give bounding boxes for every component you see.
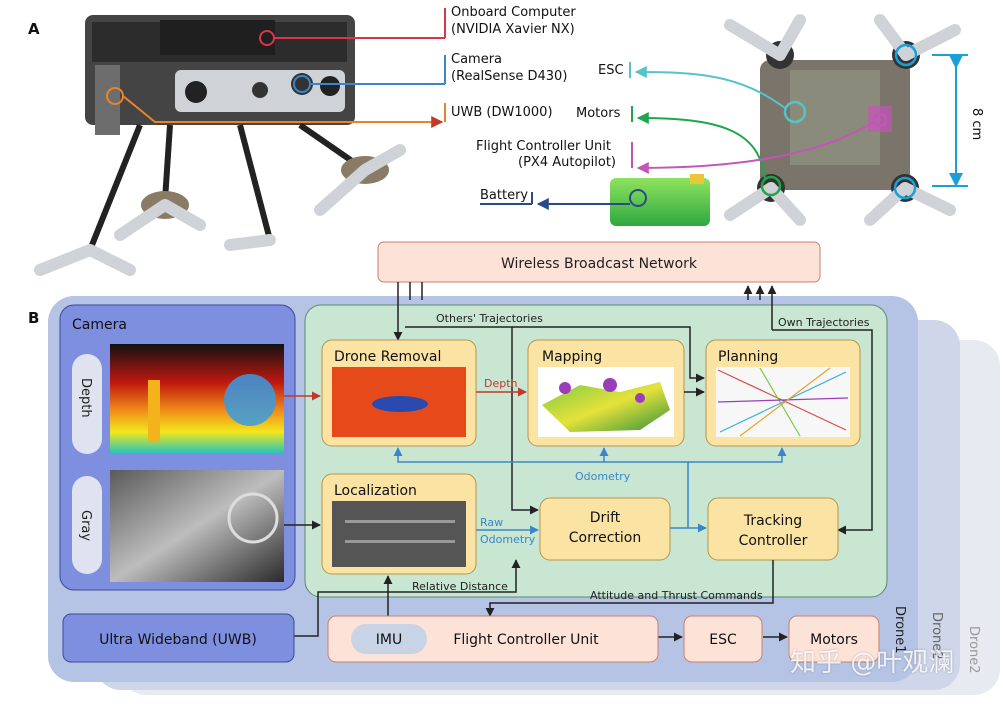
callout-fcu: Flight Controller Unit (PX4 Autopilot)	[476, 121, 875, 174]
edge-own-trajectories: Own Trajectories	[778, 316, 870, 329]
edge-depth: Depth	[484, 377, 518, 390]
esc-box-label: ESC	[709, 632, 737, 648]
label-onboard-computer-sub: (NVIDIA Xavier NX)	[451, 22, 575, 37]
drift-correction-box	[539, 497, 671, 561]
edge-raw-odometry: Odometry	[480, 533, 536, 546]
panel-b-label: B	[28, 309, 39, 327]
callout-onboard-computer: Onboard Computer (NVIDIA Xavier NX)	[259, 5, 576, 46]
drone-photo-right	[724, 14, 961, 226]
label-battery: Battery	[480, 188, 528, 203]
callout-esc: ESC	[598, 62, 786, 109]
edge-raw: Raw	[480, 516, 503, 529]
gray-tag	[72, 476, 102, 574]
mapping-label: Mapping	[542, 349, 602, 365]
label-fcu-sub: (PX4 Autopilot)	[518, 155, 616, 170]
drift-correction-label-2: Correction	[569, 530, 641, 546]
motors-box-label: Motors	[810, 632, 858, 648]
localization-label: Localization	[334, 483, 417, 499]
fcu-box-label: Flight Controller Unit	[453, 632, 599, 648]
stack-label-3: Drone2	[966, 626, 981, 674]
label-onboard-computer: Onboard Computer	[451, 5, 576, 20]
command-links	[294, 559, 788, 642]
motors-box	[788, 615, 880, 663]
label-fcu: Flight Controller Unit	[476, 139, 611, 154]
network-links	[393, 282, 873, 535]
drone-photo-left	[34, 15, 406, 276]
tracking-controller-box	[707, 497, 839, 561]
drift-correction-label-1: Drift	[590, 510, 621, 526]
uwb-box-label: Ultra Wideband (UWB)	[99, 632, 257, 648]
edge-odometry: Odometry	[575, 470, 631, 483]
callout-uwb: UWB (DW1000)	[106, 87, 553, 128]
callout-battery: Battery	[480, 188, 630, 210]
depth-tag	[72, 354, 102, 454]
label-uwb: UWB (DW1000)	[451, 105, 553, 120]
dimension-8cm: 8 cm	[932, 54, 984, 187]
depth-tag-label: Depth	[78, 378, 93, 418]
callout-camera: Camera (RealSense D430)	[293, 52, 567, 93]
watermark: 知乎 @叶观澜	[790, 648, 955, 678]
label-esc: ESC	[598, 63, 624, 78]
label-camera-sub: (RealSense D430)	[451, 69, 567, 84]
label-motors: Motors	[576, 106, 621, 121]
planning-label: Planning	[718, 349, 778, 365]
edge-others-trajectories: Others' Trajectories	[436, 312, 543, 325]
edge-attitude-thrust: Attitude and Thrust Commands	[590, 589, 763, 602]
panel-a-label: A	[28, 20, 40, 38]
imu-pill	[351, 624, 427, 654]
callout-motors: Motors	[576, 106, 766, 181]
label-8cm: 8 cm	[969, 108, 984, 140]
drone-removal-label: Drone Removal	[334, 349, 441, 365]
wireless-network-label: Wireless Broadcast Network	[501, 256, 698, 272]
camera-group-title: Camera	[72, 317, 127, 333]
stack-label-2: Drone2	[929, 612, 944, 660]
gray-image	[110, 470, 284, 582]
stack-label-1: Drone1	[892, 606, 907, 654]
tracking-controller-label-2: Controller	[739, 533, 808, 549]
battery-photo	[610, 174, 710, 226]
label-camera: Camera	[451, 52, 502, 67]
odometry-links	[393, 447, 787, 535]
edge-relative-distance: Relative Distance	[412, 580, 508, 593]
tracking-controller-label-1: Tracking	[743, 513, 802, 529]
esc-box	[683, 615, 763, 663]
gray-tag-label: Gray	[78, 510, 93, 541]
imu-label: IMU	[376, 632, 402, 648]
uwb-box	[62, 613, 295, 663]
wireless-network-box	[377, 241, 821, 283]
localization-image	[332, 501, 466, 567]
